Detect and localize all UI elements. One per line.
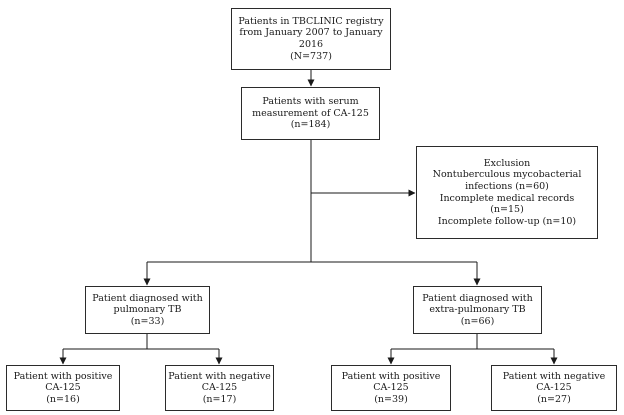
box-text-line: Patient with negative [168, 370, 271, 382]
exclusion-box: Exclusion Nontuberculous mycobacterial i… [416, 146, 598, 239]
box-count: (n=66) [460, 315, 495, 327]
serum-measurement-box: Patients with serum measurement of CA-12… [241, 87, 380, 140]
box-text-line: measurement of CA-125 [252, 107, 369, 119]
box-count: (n=33) [130, 315, 165, 327]
box-count: (N=737) [290, 50, 332, 62]
extra-pulmonary-negative-box: Patient with negative CA-125 (n=27) [491, 365, 617, 411]
box-text-line: CA-125 [373, 382, 409, 394]
box-text-line: CA-125 [45, 382, 81, 394]
box-text-line: pulmonary TB [113, 304, 182, 316]
extra-pulmonary-positive-box: Patient with positive CA-125 (n=39) [331, 365, 451, 411]
box-text-line: Incomplete follow-up (n=10) [437, 215, 577, 227]
box-text-line: Patients with serum [262, 96, 359, 108]
box-text-line: Nontuberculous mycobacterial [432, 169, 582, 181]
box-text-line: CA-125 [201, 382, 238, 394]
pulmonary-positive-box: Patient with positive CA-125 (n=16) [6, 365, 120, 411]
box-text-line: Incomplete medical records [439, 192, 575, 204]
extra-pulmonary-tb-box: Patient diagnosed with extra-pulmonary T… [413, 286, 542, 334]
box-text-line: CA-125 [536, 382, 572, 394]
box-text-line: from January 2007 to January [239, 27, 383, 39]
box-text-line: 2016 [298, 39, 324, 50]
box-text-line: Patient diagnosed with [92, 292, 203, 304]
box-text-line: (n=15) [490, 204, 524, 216]
box-text-line: Patient with positive [13, 370, 113, 382]
box-count: (n=39) [374, 393, 408, 405]
box-text-line: Patient with positive [341, 370, 441, 382]
pulmonary-tb-box: Patient diagnosed with pulmonary TB (n=3… [85, 286, 210, 334]
registry-box: Patients in TBCLINIC registry from Janua… [231, 8, 391, 70]
exclusion-heading: Exclusion [483, 157, 531, 169]
box-text-line: infections (n=60) [465, 180, 549, 192]
box-text-line: extra-pulmonary TB [429, 304, 526, 316]
box-text-line: Patient diagnosed with [422, 292, 533, 304]
box-count: (n=184) [290, 119, 331, 131]
pulmonary-negative-box: Patient with negative CA-125 (n=17) [165, 365, 274, 411]
box-text-line: Patient with negative [502, 370, 606, 382]
box-count: (n=16) [46, 393, 80, 405]
box-count: (n=27) [537, 393, 571, 405]
box-text-line: Patients in TBCLINIC registry [238, 15, 384, 27]
box-count: (n=17) [202, 393, 237, 405]
